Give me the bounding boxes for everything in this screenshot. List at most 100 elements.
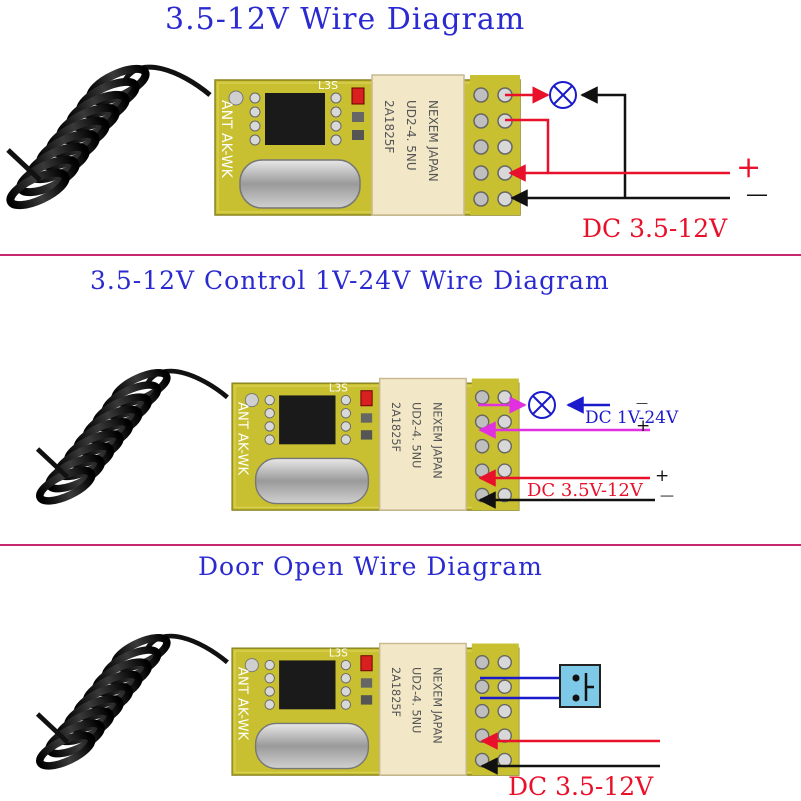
ic-pin (330, 134, 342, 146)
divider-2 (0, 544, 801, 546)
ic-pin (330, 120, 342, 132)
ic-pin (340, 434, 352, 445)
ic-pin (249, 106, 261, 118)
terminal-pad (497, 752, 512, 768)
section-2-load-minus: — (636, 396, 648, 410)
terminal-pad (474, 655, 490, 670)
crystal-oscillator (254, 722, 370, 770)
antenna-coil-icon (35, 633, 229, 770)
antenna-coil-icon (35, 368, 229, 505)
ic-pin (330, 106, 342, 118)
relay-marking: 2A1825F (389, 667, 402, 717)
board-mark-text: ANT AK-WK (218, 100, 234, 179)
terminal-pad (473, 139, 489, 155)
solder-pad (244, 393, 259, 408)
ic-pin (264, 394, 275, 406)
ic-pin (340, 673, 352, 684)
ic-pin (340, 421, 352, 432)
section-3-dc-label: DC 3.5-12V (508, 772, 654, 801)
terminal-pad (497, 463, 512, 478)
board-mark-text: ANT AK-WK (235, 402, 250, 476)
led-indicator (360, 390, 373, 407)
terminal-pad (497, 139, 513, 155)
relay-marking: 2A1825F (382, 100, 396, 153)
smd-part (360, 678, 373, 688)
ic-pin (264, 686, 275, 697)
smd-part (360, 413, 373, 423)
terminal-pad (497, 655, 512, 670)
ic-pin (340, 686, 352, 697)
ic-pin (249, 92, 261, 104)
section-1-dc-label: DC 3.5-12V (582, 214, 728, 243)
section-2-title: 3.5-12V Control 1V-24V Wire Diagram (90, 266, 610, 295)
terminal-pad (497, 703, 512, 719)
crystal-oscillator (239, 159, 361, 209)
terminal-pad (497, 390, 512, 405)
relay-marking: 2A1825F (389, 402, 402, 452)
section-2-minus-label: — (660, 488, 674, 504)
relay (378, 642, 467, 776)
ic-pin (249, 134, 261, 146)
smd-part (352, 130, 364, 140)
terminal-pad (473, 113, 489, 129)
ic-pin (264, 699, 275, 710)
relay-marking: UD2-4. 5NU (410, 667, 423, 733)
board-mark-text: L3S (329, 648, 348, 660)
ic-pin (264, 434, 275, 445)
door-switch-icon (559, 664, 601, 708)
ic-pin (340, 394, 352, 406)
smd-part (352, 112, 364, 122)
solder-pad (228, 90, 244, 106)
terminal-pad (497, 679, 512, 695)
terminal-pad (474, 752, 490, 768)
crystal-oscillator (254, 457, 370, 505)
section-3-title: Door Open Wire Diagram (198, 552, 543, 581)
section-2-load-plus: + (636, 416, 651, 436)
lamp-icon (528, 391, 556, 419)
section-1-plus-label: + (736, 150, 762, 185)
terminal-pad (473, 165, 489, 181)
board-mark-text: L3S (329, 383, 348, 395)
board-mark-text: L3S (318, 79, 338, 92)
solder-pad (244, 658, 259, 673)
ic-pin (264, 421, 275, 432)
relay-marking: NEXEM JAPAN (430, 402, 443, 479)
relay (378, 377, 467, 511)
receiver-board-2: 2A1825F UD2-4. 5NU NEXEM JAPAN ANT AK-WK L3S (35, 368, 520, 511)
section-2-wires (478, 396, 655, 509)
led-indicator (351, 87, 365, 105)
section-1-minus-label: — (746, 182, 768, 207)
relay-marking: UD2-4. 5NU (410, 402, 423, 468)
receiver-board-3: 2A1825F UD2-4. 5NU NEXEM JAPAN ANT AK-WK L3S (35, 633, 520, 776)
ic-pin (249, 120, 261, 132)
terminal-pad (497, 191, 513, 207)
terminal-pad (474, 463, 490, 478)
ic-pin (264, 659, 275, 671)
terminal-pad (473, 191, 489, 207)
antenna-coil-icon (6, 64, 212, 210)
section-1-wires (505, 86, 730, 207)
ic-chip (265, 93, 325, 145)
terminal-pad (473, 87, 489, 103)
terminal-pad (474, 679, 490, 695)
ic-chip (279, 660, 336, 710)
terminal-pad (497, 487, 512, 503)
terminal-pad (497, 414, 512, 430)
section-2-dc-label: DC 3.5V-12V (527, 480, 643, 501)
terminal-pad (474, 414, 490, 430)
terminal-pad (474, 703, 490, 719)
relay-marking: NEXEM JAPAN (430, 667, 443, 744)
terminal-pad (497, 165, 513, 181)
ic-chip (279, 395, 336, 445)
ic-pin (264, 408, 275, 419)
terminal-pad (474, 438, 490, 454)
board-mark-text: ANT AK-WK (235, 667, 250, 741)
ic-pin (330, 92, 342, 104)
terminal-pad (474, 390, 490, 405)
ic-pin (264, 673, 275, 684)
divider-1 (0, 254, 801, 256)
section-1-title: 3.5-12V Wire Diagram (165, 2, 526, 37)
relay-marking: NEXEM JAPAN (426, 100, 440, 182)
